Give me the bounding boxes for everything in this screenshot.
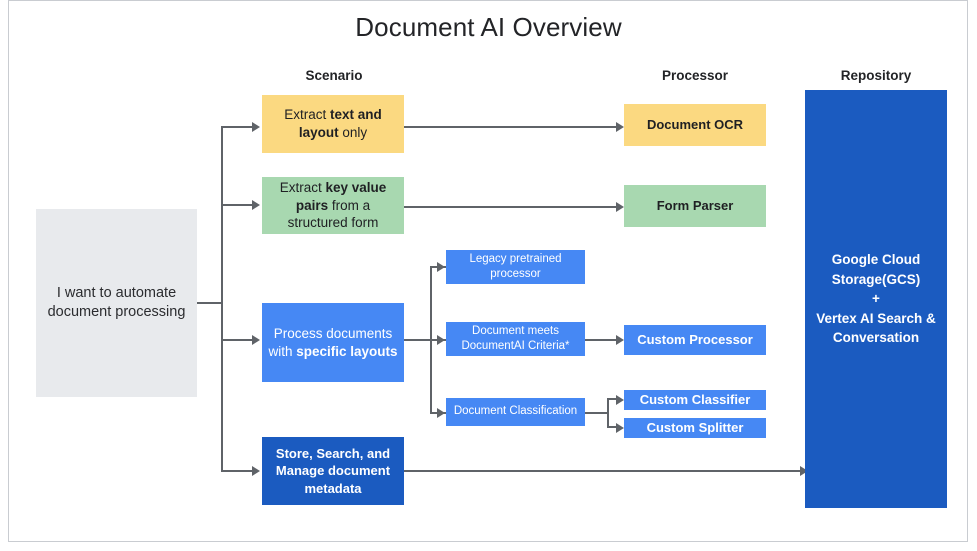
arrow-scenario-2 xyxy=(252,200,260,210)
intermediate-document-meets-criteria-label: Document meets DocumentAI Criteria* xyxy=(461,324,570,352)
connector-fan-to-custom-splitter xyxy=(607,426,621,428)
scenario-process-specific-layouts[interactable]: Process documents with specific layouts xyxy=(262,303,404,382)
page-title: Document AI Overview xyxy=(355,12,622,42)
connector-trunk-to-scenario-1 xyxy=(221,126,254,128)
repository-line-4: Vertex AI Search & xyxy=(816,310,936,326)
repository-line-2: Storage(GCS) xyxy=(831,271,921,287)
text-bold: text and layout xyxy=(298,107,382,140)
processor-custom-splitter[interactable]: Custom Splitter xyxy=(624,418,766,438)
arrow-document-meets-criteria xyxy=(437,335,445,345)
intermediate-legacy-pretrained-processor[interactable]: Legacy pretrained processor xyxy=(446,250,585,284)
text-bold-2: metadata xyxy=(304,480,362,496)
processor-document-ocr[interactable]: Document OCR xyxy=(624,104,766,146)
text-mid: document xyxy=(324,463,391,479)
repository-line-5: Conversation xyxy=(832,330,920,346)
processor-form-parser[interactable]: Form Parser xyxy=(624,185,766,227)
connector-scenario1-to-ocr xyxy=(404,126,618,128)
arrow-scenario-4 xyxy=(252,466,260,476)
scenario-extract-text-layout[interactable]: Extract text and layout only xyxy=(262,95,404,153)
processor-form-parser-label: Form Parser xyxy=(656,198,734,214)
input-box-automate-document-processing[interactable]: I want to automate document processing xyxy=(36,209,197,397)
scenario-store-search-manage[interactable]: Store, Search, and Manage document metad… xyxy=(262,437,404,505)
arrow-scenario-1 xyxy=(252,122,260,132)
arrow-custom-processor xyxy=(616,335,624,345)
connector-criteria-to-custom-processor xyxy=(585,339,618,341)
text-pre: Extract xyxy=(279,179,326,195)
intermediate-legacy-pretrained-processor-label: Legacy pretrained processor xyxy=(469,252,562,280)
arrow-custom-splitter xyxy=(616,423,624,433)
processor-custom-processor-label: Custom Processor xyxy=(637,332,753,348)
arrow-custom-classifier xyxy=(616,395,624,405)
arrow-form-parser xyxy=(616,202,624,212)
connector-classification-stem xyxy=(585,412,609,414)
arrow-document-classification xyxy=(437,408,445,418)
processor-custom-classifier[interactable]: Custom Classifier xyxy=(624,390,766,410)
intermediate-document-classification[interactable]: Document Classification xyxy=(446,398,585,426)
connector-trunk-vertical xyxy=(221,128,223,471)
connector-fan-to-custom-classifier xyxy=(607,398,621,400)
repository-label: Google Cloud Storage(GCS) + Vertex AI Se… xyxy=(811,250,941,348)
connector-scenario4-to-repository xyxy=(404,470,808,472)
repository-line-3: + xyxy=(872,291,880,307)
column-header-processor: Processor xyxy=(661,68,729,83)
text-pre: Process documents with xyxy=(268,325,393,359)
text-bold: specific layouts xyxy=(296,343,398,359)
processor-custom-splitter-label: Custom Splitter xyxy=(646,420,744,436)
intermediate-document-classification-label: Document Classification xyxy=(453,405,578,418)
column-header-scenario: Scenario xyxy=(305,68,363,83)
input-box-label: I want to automate document processing xyxy=(47,284,186,320)
text-post: from a structured form xyxy=(287,197,379,231)
connector-scenario3-stem xyxy=(404,339,432,341)
repository-line-1: Google Cloud xyxy=(831,252,921,268)
connector-trunk-to-scenario-2 xyxy=(221,204,254,206)
scenario-extract-key-value-pairs[interactable]: Extract key value pairs from a structure… xyxy=(262,177,404,234)
repository-box[interactable]: Google Cloud Storage(GCS) + Vertex AI Se… xyxy=(805,90,947,508)
text-post: only xyxy=(338,125,368,140)
connector-scenario2-to-form-parser xyxy=(404,206,618,208)
connector-trunk-to-scenario-3 xyxy=(221,339,254,341)
connector-classification-fan-vertical xyxy=(607,399,609,427)
processor-custom-processor[interactable]: Custom Processor xyxy=(624,325,766,355)
column-header-repository: Repository xyxy=(840,68,912,83)
arrow-scenario-3 xyxy=(252,335,260,345)
scenario-process-specific-layouts-label: Process documents with specific layouts xyxy=(268,325,398,361)
arrow-document-ocr xyxy=(616,122,624,132)
processor-document-ocr-label: Document OCR xyxy=(646,117,744,133)
text-bold: Store, Search, and Manage xyxy=(275,446,391,479)
scenario-extract-key-value-pairs-label: Extract key value pairs from a structure… xyxy=(268,179,398,232)
text-bold: key value pairs xyxy=(295,179,387,213)
scenario-extract-text-layout-label: Extract text and layout only xyxy=(268,106,398,142)
arrow-legacy-pretrained-processor xyxy=(437,262,445,272)
scenario-store-search-manage-label: Store, Search, and Manage document metad… xyxy=(268,445,398,496)
processor-custom-classifier-label: Custom Classifier xyxy=(639,392,751,408)
intermediate-document-meets-criteria[interactable]: Document meets DocumentAI Criteria* xyxy=(446,322,585,356)
arrow-repository xyxy=(800,466,808,476)
connector-input-to-trunk xyxy=(197,302,222,304)
text-pre: Extract xyxy=(284,107,330,123)
connector-trunk-to-scenario-4 xyxy=(221,470,254,472)
